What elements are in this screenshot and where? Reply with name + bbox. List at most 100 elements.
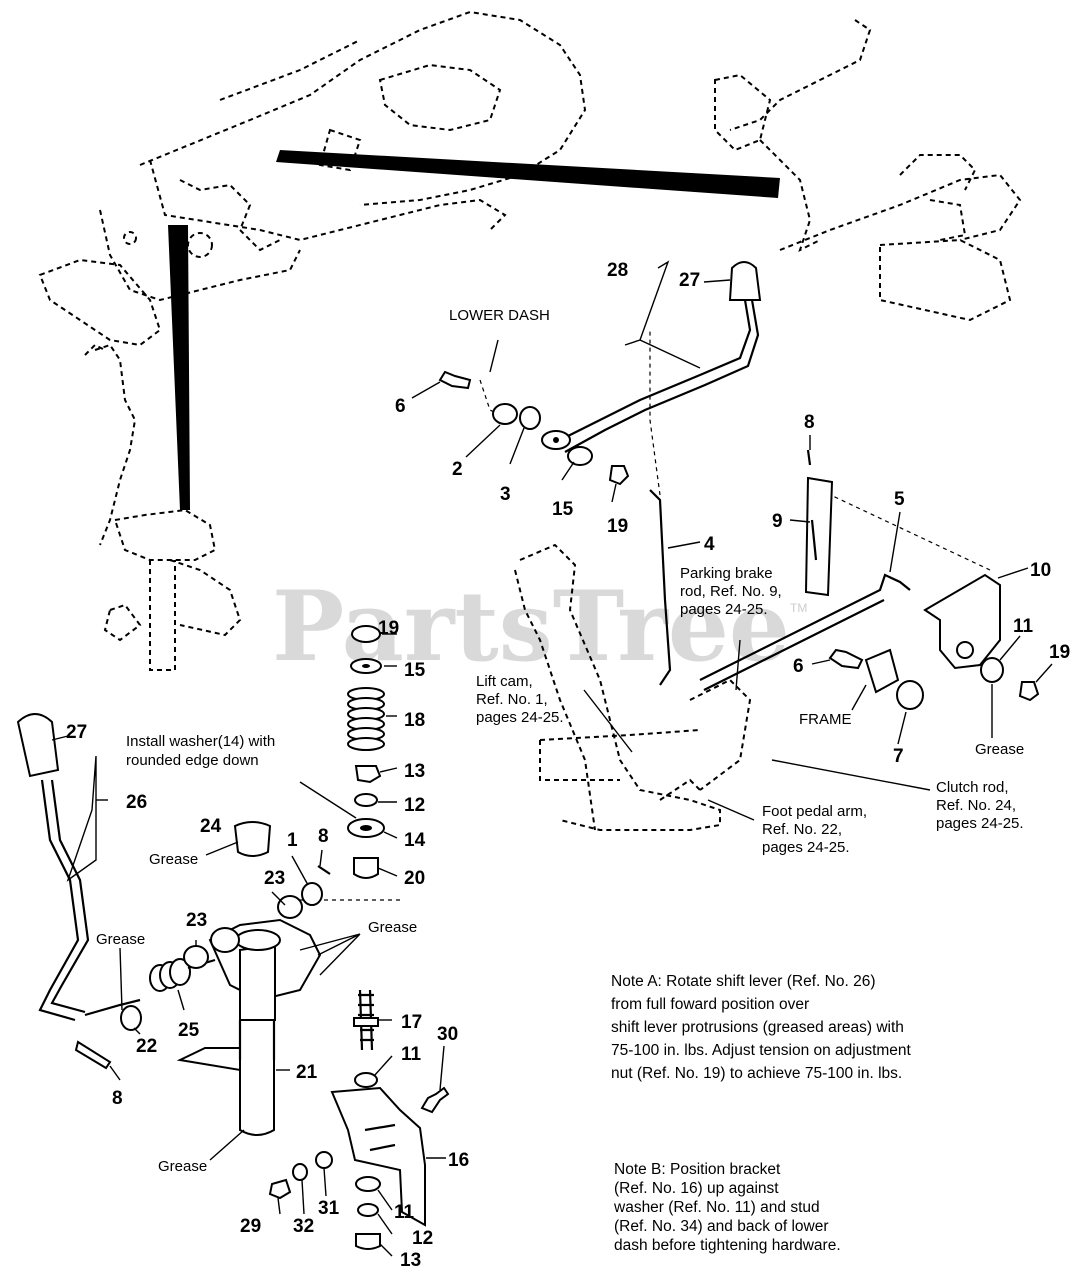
ref-20: 20 [404, 868, 425, 889]
bracket-16-detail [364, 1123, 396, 1152]
install-washer-callout: Install washer(14) with rounded edge dow… [126, 733, 275, 769]
ref-32: 32 [293, 1216, 314, 1237]
pivot-tube-21 [176, 918, 322, 1136]
washer-11-right [980, 657, 1004, 683]
ref-18: 18 [404, 710, 425, 731]
note-b-line-3: washer (Ref. No. 11) and stud [613, 1199, 820, 1216]
grease-label-bottom: Grease [158, 1158, 207, 1175]
clutch-rod-callout: Clutch rod, Ref. No. 24, pages 24-25. [936, 779, 1024, 832]
note-a-line-1: Note A: Rotate shift lever (Ref. No. 26) [611, 973, 875, 990]
spring-25 [149, 958, 216, 992]
leader-lines [51, 260, 1053, 1257]
lower-dash-label: LOWER DASH [449, 307, 550, 324]
ref-23-lower: 23 [186, 910, 207, 931]
ref-12-bottom: 12 [412, 1228, 433, 1249]
grease-label-right: Grease [975, 741, 1024, 758]
ref-11-right: 11 [1013, 616, 1034, 637]
ref-31: 31 [318, 1198, 340, 1219]
ref-25: 25 [178, 1020, 200, 1041]
nut-19-right [1018, 681, 1040, 702]
clutch-rod-line-2: Ref. No. 24, [936, 797, 1016, 814]
foot-pedal-callout: Foot pedal arm, Ref. No. 22, pages 24-25… [762, 803, 867, 856]
install-washer-line-1: Install washer(14) with [126, 733, 275, 750]
watermark-tm: TM [790, 601, 807, 615]
parking-brake-callout: Parking brake rod, Ref. No. 9, pages 24-… [680, 565, 782, 618]
ref-14: 14 [404, 830, 426, 851]
link-dash-a [819, 489, 991, 571]
parking-brake-line-3: pages 24-25. [680, 601, 768, 618]
bolt-6 [438, 370, 472, 390]
ref-6-top: 6 [395, 396, 406, 417]
pedal-assembly-outline [714, 19, 1022, 322]
washer-11-lower [354, 1072, 378, 1088]
ref-15-stack: 15 [404, 660, 426, 681]
washer-22 [120, 1005, 142, 1031]
note-b: Note B: Position bracket (Ref. No. 16) u… [613, 1161, 841, 1254]
clutch-rod-line-1: Clutch rod, [936, 779, 1009, 796]
bracket-10 [923, 573, 1001, 670]
grease-label-21: Grease [368, 919, 417, 936]
pin-8 [806, 449, 812, 466]
rod-4 [649, 489, 672, 686]
leader-bar-down [168, 225, 190, 510]
ref-24: 24 [200, 816, 222, 837]
ref-19-stack: 19 [378, 618, 399, 639]
ref-15-top: 15 [552, 499, 574, 520]
shift-assembly-outline [84, 343, 242, 671]
nut-29 [268, 1178, 292, 1200]
washer-2 [492, 403, 518, 425]
nut-19-stack [351, 625, 381, 643]
pin-8-lower [74, 1040, 112, 1070]
note-a-line-5: nut (Ref. No. 19) to achieve 75-100 in. … [611, 1065, 902, 1082]
foot-pedal-line-2: Ref. No. 22, [762, 821, 842, 838]
note-b-line-1: Note B: Position bracket [614, 1161, 781, 1178]
ref-4: 4 [704, 534, 715, 555]
note-b-line-4: (Ref. No. 34) and back of lower [614, 1218, 829, 1235]
note-a: Note A: Rotate shift lever (Ref. No. 26)… [611, 973, 912, 1082]
link-dash-b [649, 330, 661, 496]
tractor-frame-outline [38, 10, 587, 347]
washer-15 [567, 446, 593, 466]
bracket-10-hole [956, 641, 974, 659]
nut-13-bottom [355, 1233, 381, 1250]
ref-3: 3 [500, 484, 511, 505]
ref-6-right: 6 [793, 656, 804, 677]
ref-9: 9 [772, 511, 783, 532]
bolt-6-right [828, 648, 864, 670]
ref-17: 17 [401, 1012, 422, 1033]
lockwasher-32 [292, 1163, 308, 1181]
shift-lever-26 [16, 713, 141, 1022]
ref-8-top: 8 [804, 412, 815, 433]
bushing-23b [277, 895, 303, 919]
link-dash-d [479, 379, 511, 421]
spring-18 [347, 687, 385, 751]
ref-22: 22 [136, 1036, 157, 1057]
bushing-24 [233, 821, 272, 857]
note-a-line-3: shift lever protrusions (greased areas) … [611, 1019, 904, 1036]
nut-19 [608, 465, 630, 486]
lift-cam-callout: Lift cam, Ref. No. 1, pages 24-25. [476, 673, 564, 726]
washer-1 [301, 882, 323, 906]
clutch-rod-line-3: pages 24-25. [936, 815, 1024, 832]
pin-8-mid [317, 865, 331, 875]
ref-23-upper: 23 [264, 868, 285, 889]
foot-pedal-line-3: pages 24-25. [762, 839, 850, 856]
ref-8-mid: 8 [318, 826, 329, 847]
ref-13-stack: 13 [404, 761, 425, 782]
ref-8-bottom: 8 [112, 1088, 123, 1109]
ref-5: 5 [894, 489, 905, 510]
ref-7: 7 [893, 746, 904, 767]
lockwasher-12-stack [354, 793, 378, 807]
lift-cam-line-2: Ref. No. 1, [476, 691, 548, 708]
ref-28: 28 [607, 260, 628, 281]
foot-pedal-line-1: Foot pedal arm, [762, 803, 867, 820]
frame-plate [864, 648, 900, 694]
parking-brake-line-2: rod, Ref. No. 9, [680, 583, 782, 600]
plate-9-slot [810, 519, 818, 561]
shift-lever-assembly [541, 261, 762, 453]
ref-16: 16 [448, 1150, 469, 1171]
ref-21: 21 [296, 1062, 318, 1083]
parking-brake-line-1: Parking brake [680, 565, 773, 582]
ref-29: 29 [240, 1216, 261, 1237]
